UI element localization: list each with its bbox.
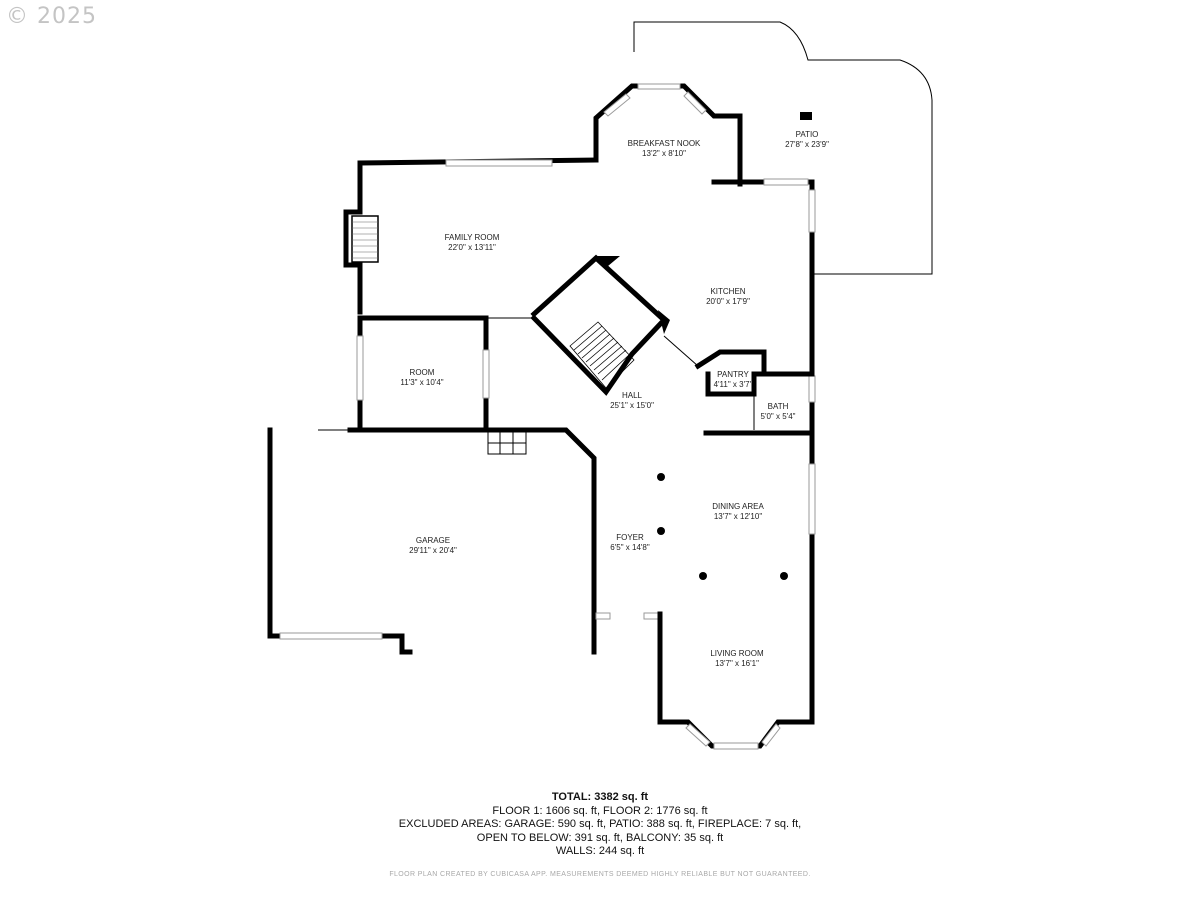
floor-areas: FLOOR 1: 1606 sq. ft, FLOOR 2: 1776 sq. … xyxy=(492,804,708,817)
garage-wall xyxy=(267,427,283,639)
patio-outline xyxy=(633,21,933,275)
living-room-wall xyxy=(657,431,815,749)
disclaimer: FLOOR PLAN CREATED BY CUBICASA APP. MEAS… xyxy=(389,871,811,878)
stair-block xyxy=(530,254,668,396)
breakfast-nook-wall xyxy=(593,83,743,187)
pantry-wall xyxy=(694,349,767,377)
columns xyxy=(657,473,788,580)
open-areas: OPEN TO BELOW: 391 sq. ft, BALCONY: 35 s… xyxy=(476,831,724,844)
wall-area: WALLS: 244 sq. ft xyxy=(555,845,645,857)
patio-post xyxy=(800,112,812,120)
family-room-wall xyxy=(343,157,599,315)
total-area: TOTAL: 3382 sq. ft xyxy=(551,791,649,803)
fireplace xyxy=(351,215,379,263)
excluded-areas: EXCLUDED AREAS: GARAGE: 590 sq. ft, PATI… xyxy=(398,818,802,830)
copyright-watermark: © 2025 xyxy=(6,4,97,29)
area-summary: TOTAL: 3382 sq. ft FLOOR 1: 1606 sq. ft,… xyxy=(0,791,1200,859)
kitchen-wall xyxy=(711,179,815,433)
